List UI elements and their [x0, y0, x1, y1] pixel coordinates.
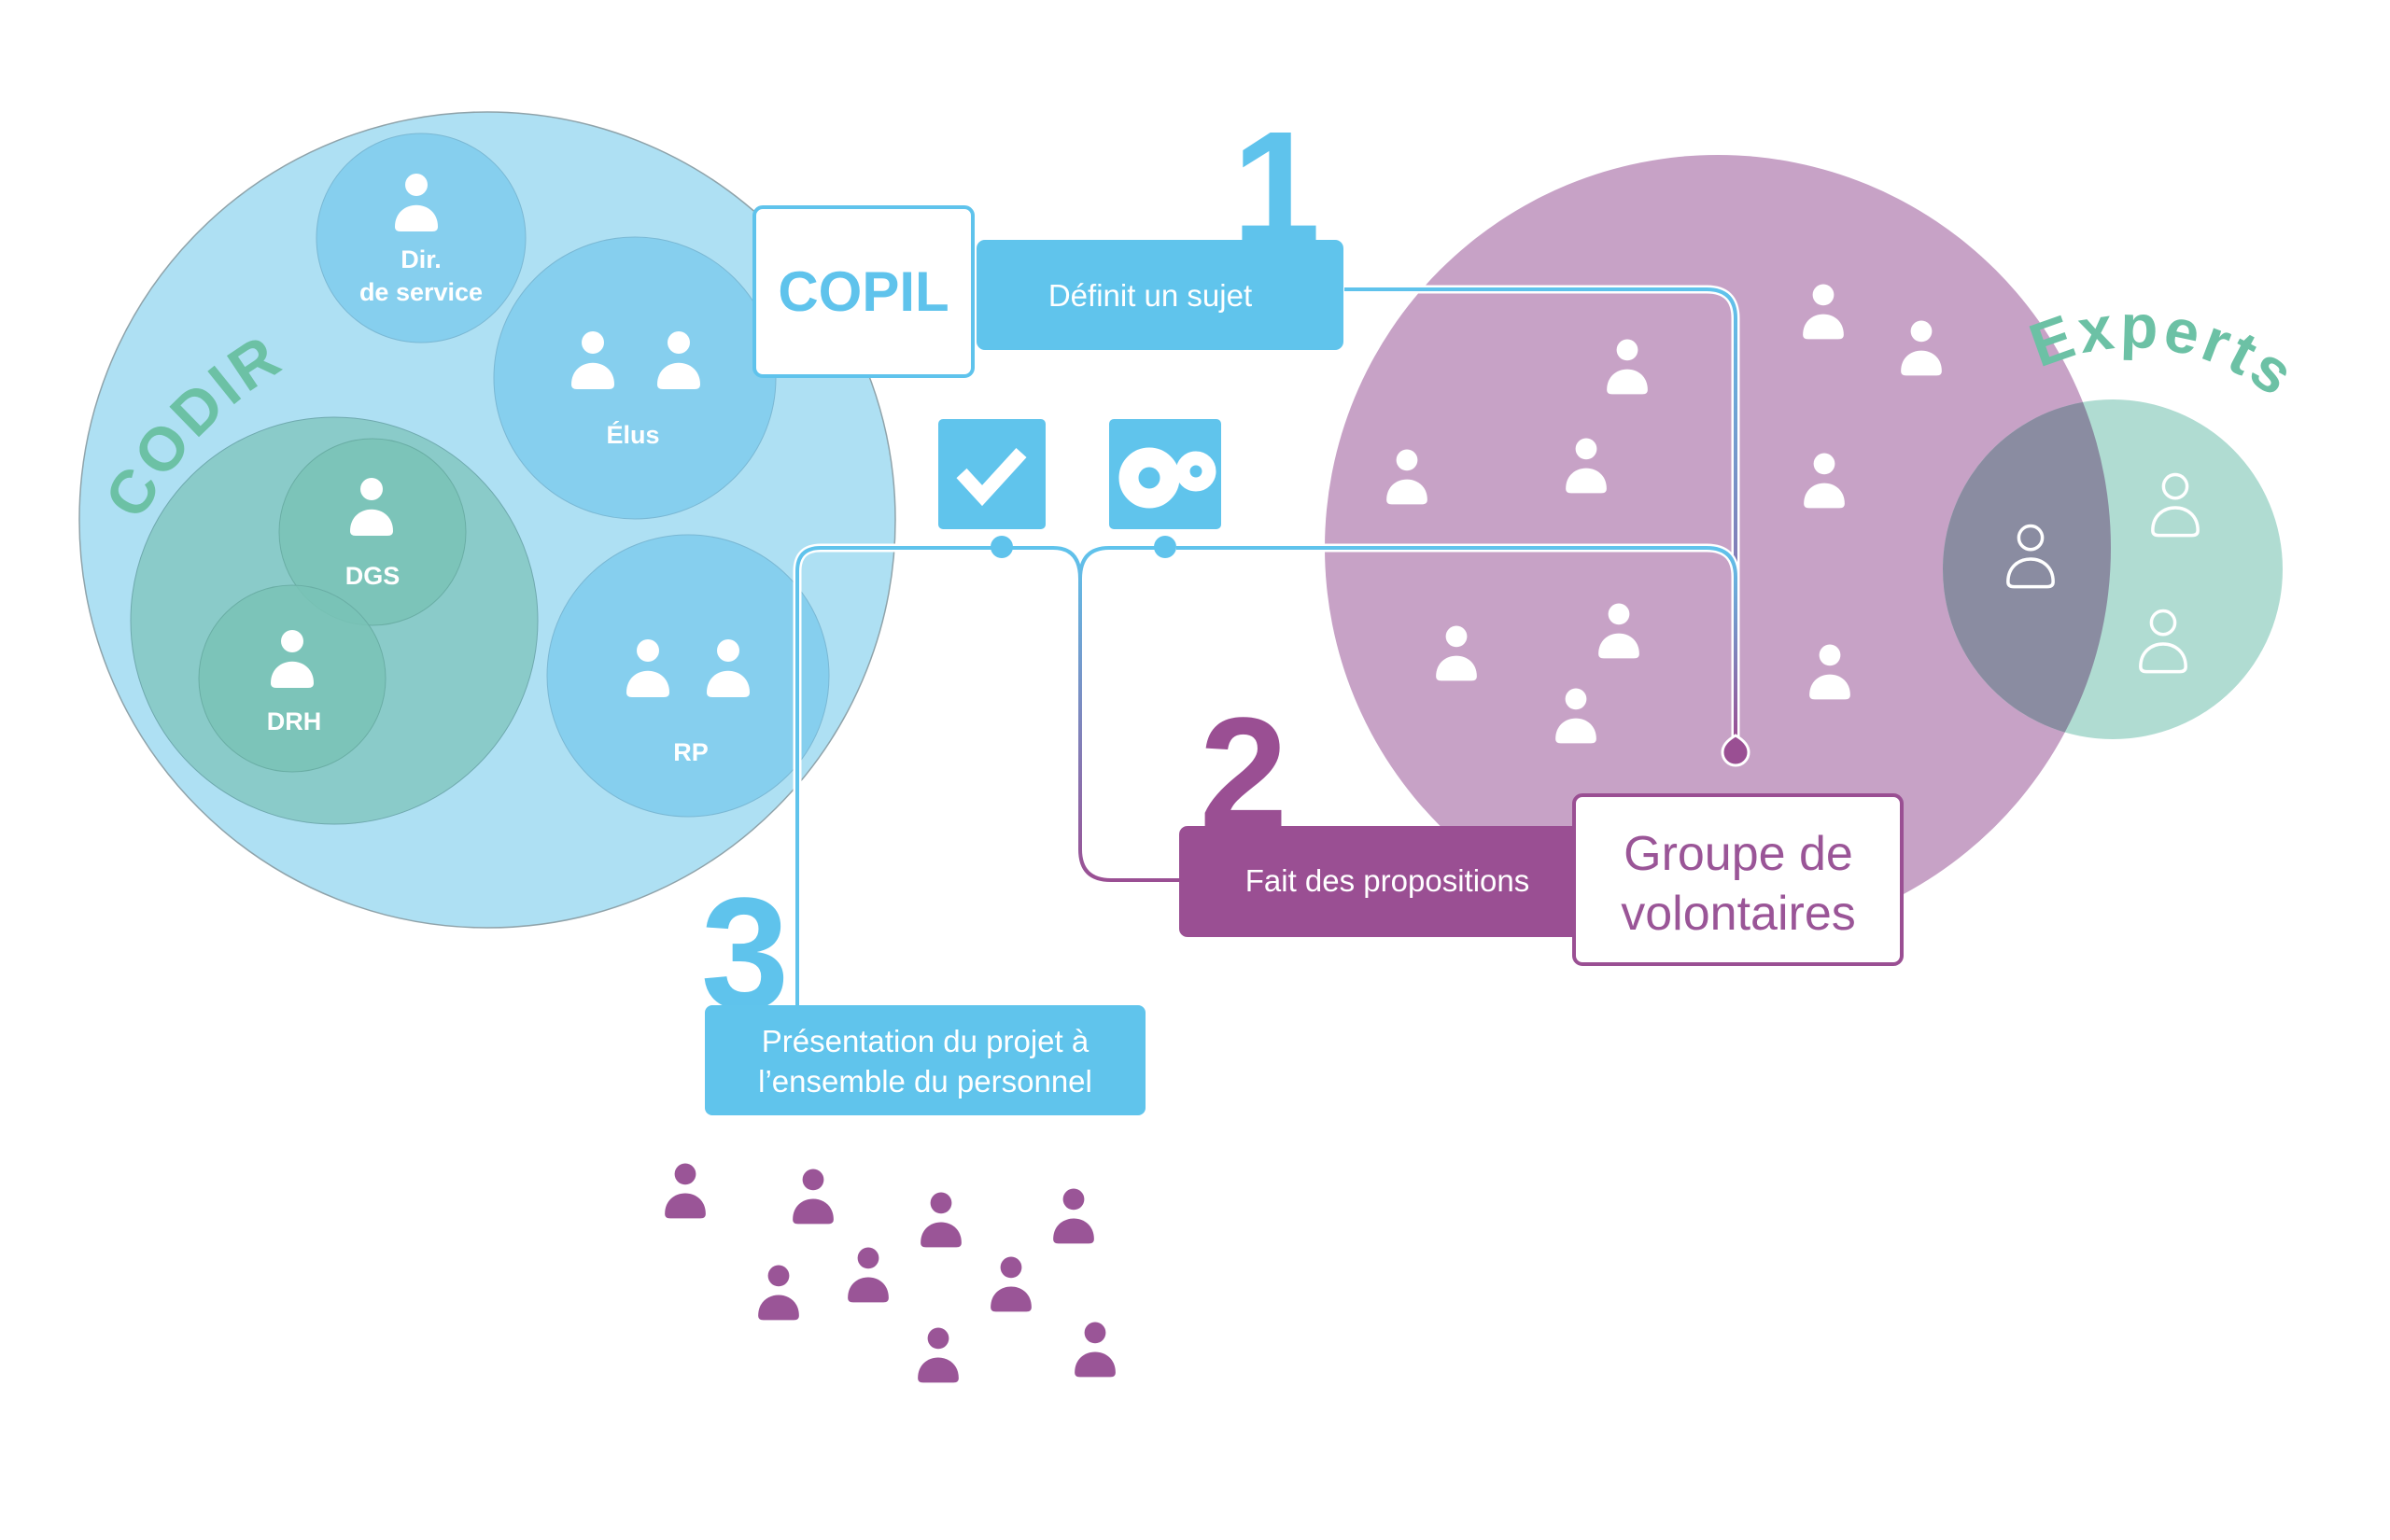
step-3-text-2: l’ensemble du personnel	[758, 1064, 1092, 1099]
step-1: 1 Définit un sujet COPIL	[752, 99, 1343, 378]
person-icon	[707, 639, 750, 697]
person-icon	[665, 1163, 706, 1219]
connector-dot-iterate	[1154, 536, 1176, 558]
step-3-text-1: Présentation du projet à	[762, 1024, 1090, 1058]
rp-label: RP	[673, 738, 709, 766]
person-icon	[2151, 472, 2200, 538]
person-icon	[1053, 1188, 1094, 1244]
person-icon	[1555, 688, 1596, 744]
person-icon	[1386, 449, 1427, 505]
person-icon	[1809, 644, 1850, 700]
connector-step1	[1344, 287, 1737, 737]
connector-fork	[1002, 546, 1181, 882]
person-icon	[1598, 603, 1639, 659]
step-2: 2 Fait des propositions Groupe de volont…	[1179, 685, 1904, 966]
dgs-label: DGS	[345, 562, 401, 590]
codir-people	[271, 174, 750, 697]
person-icon	[2139, 609, 2187, 674]
step-2-text: Fait des propositions	[1245, 863, 1530, 898]
person-icon	[848, 1247, 889, 1303]
connector-validate	[795, 546, 1002, 1006]
decision-icons	[938, 419, 1221, 529]
elus-circle	[493, 236, 777, 520]
connector-dot-validate	[991, 536, 1013, 558]
person-icon	[918, 1327, 959, 1383]
person-icon	[1436, 625, 1477, 681]
step-3-bar	[705, 1005, 1146, 1115]
codir-cluster: CODIR Dir. de service Élus DGS DRH RP	[78, 111, 896, 929]
checkmark-icon[interactable]	[938, 419, 1046, 529]
person-icon	[1566, 438, 1607, 494]
volunteers-box	[1572, 793, 1904, 966]
step-2-bar	[1179, 826, 1590, 937]
person-icon	[793, 1169, 834, 1225]
connectors	[793, 285, 1750, 1006]
person-icon	[571, 331, 614, 389]
dir-service-label-2: de service	[359, 278, 483, 306]
person-icon	[991, 1256, 1032, 1312]
person-icon	[271, 630, 314, 688]
person-icon	[1804, 453, 1845, 509]
audience-people	[665, 1163, 1116, 1383]
experts-overlap	[1943, 401, 2111, 733]
step-3: 3 Présentation du projet à l’ensemble du…	[701, 865, 1146, 1115]
expert-people	[2006, 472, 2200, 674]
person-icon	[758, 1265, 799, 1321]
drop-pin	[1721, 734, 1750, 767]
elus-label: Élus	[606, 420, 659, 449]
volunteers-label-1: Groupe de	[1624, 827, 1853, 881]
person-icon	[395, 174, 438, 231]
infinity-icon[interactable]	[1109, 419, 1221, 529]
connector-iterate	[1176, 546, 1737, 737]
person-icon	[350, 478, 393, 536]
person-icon	[657, 331, 700, 389]
person-icon	[626, 639, 669, 697]
copil-label: COPIL	[778, 260, 949, 323]
volunteer-people	[1386, 284, 1942, 744]
person-icon	[2006, 524, 2055, 589]
person-icon	[1607, 339, 1648, 395]
step-1-bar	[977, 240, 1343, 350]
person-icon	[1803, 284, 1844, 340]
volunteers-label-2: volontaires	[1621, 887, 1855, 941]
drh-label: DRH	[267, 707, 322, 735]
rp-circle	[546, 534, 830, 818]
copil-box	[752, 205, 975, 378]
step-1-text: Définit un sujet	[1048, 278, 1252, 313]
person-icon	[921, 1192, 962, 1248]
person-icon	[1075, 1322, 1116, 1378]
dir-service-circle	[316, 133, 527, 343]
dir-service-label-1: Dir.	[401, 245, 442, 273]
person-icon	[1901, 320, 1942, 376]
